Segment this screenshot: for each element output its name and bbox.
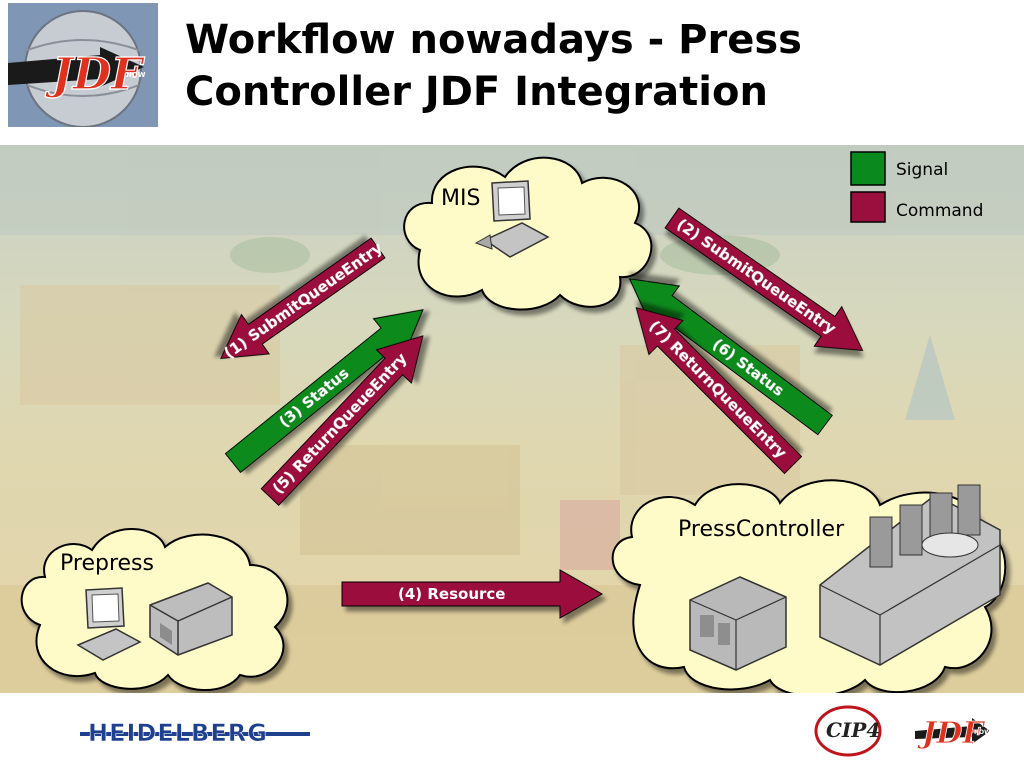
jdf-footer-logo: JDF NOW [915, 716, 991, 751]
legend-label-command: Command [896, 201, 983, 221]
prepress-label: Prepress [60, 551, 154, 576]
diagram-area: MIS Prepress PressController [0, 145, 1024, 693]
mis-label: MIS [441, 186, 480, 211]
legend-swatch-command [850, 191, 886, 223]
printing-press-icon [819, 484, 1001, 666]
jdf-logo: JDF NOW [8, 3, 158, 127]
jdf-footer-logo-now: NOW [974, 729, 991, 736]
computer-icon [76, 587, 142, 661]
footer-logos: HEIDELBERG CIP4 JDF NOW [80, 705, 991, 757]
legend-swatch-signal [850, 151, 886, 186]
press-controller-label: PressController [678, 517, 845, 542]
computer-icon [474, 180, 550, 258]
cip4-logo: CIP4 [814, 705, 882, 757]
printing-press-icon [689, 576, 787, 671]
legend-label-signal: Signal [896, 160, 948, 180]
jdf-logo-now: NOW [126, 71, 146, 79]
page-title: Workflow nowadays - Press Controller JDF… [185, 14, 1015, 118]
slide-footer: HEIDELBERG CIP4 JDF NOW [0, 693, 1024, 768]
cip4-logo-text: CIP4 [826, 718, 880, 742]
slide-header: JDF NOW Workflow nowadays - Press Contro… [0, 0, 1024, 145]
platesetter-icon [149, 582, 233, 656]
heidelberg-logo-text: HEIDELBERG [88, 719, 268, 747]
jdf-logo-text: JDF [45, 49, 145, 100]
page-title-line-2: Controller JDF Integration [185, 69, 768, 115]
arrow-4: (4) Resource [341, 569, 604, 619]
legend: Signal Command [850, 151, 983, 223]
workflow-diagram: MIS Prepress PressController [0, 145, 1024, 693]
page-title-line-1: Workflow nowadays - Press [185, 17, 802, 63]
arrow-4-label: (4) Resource [398, 585, 505, 603]
heidelberg-logo: HEIDELBERG [80, 719, 310, 747]
jdf-footer-logo-text: JDF [917, 716, 986, 751]
